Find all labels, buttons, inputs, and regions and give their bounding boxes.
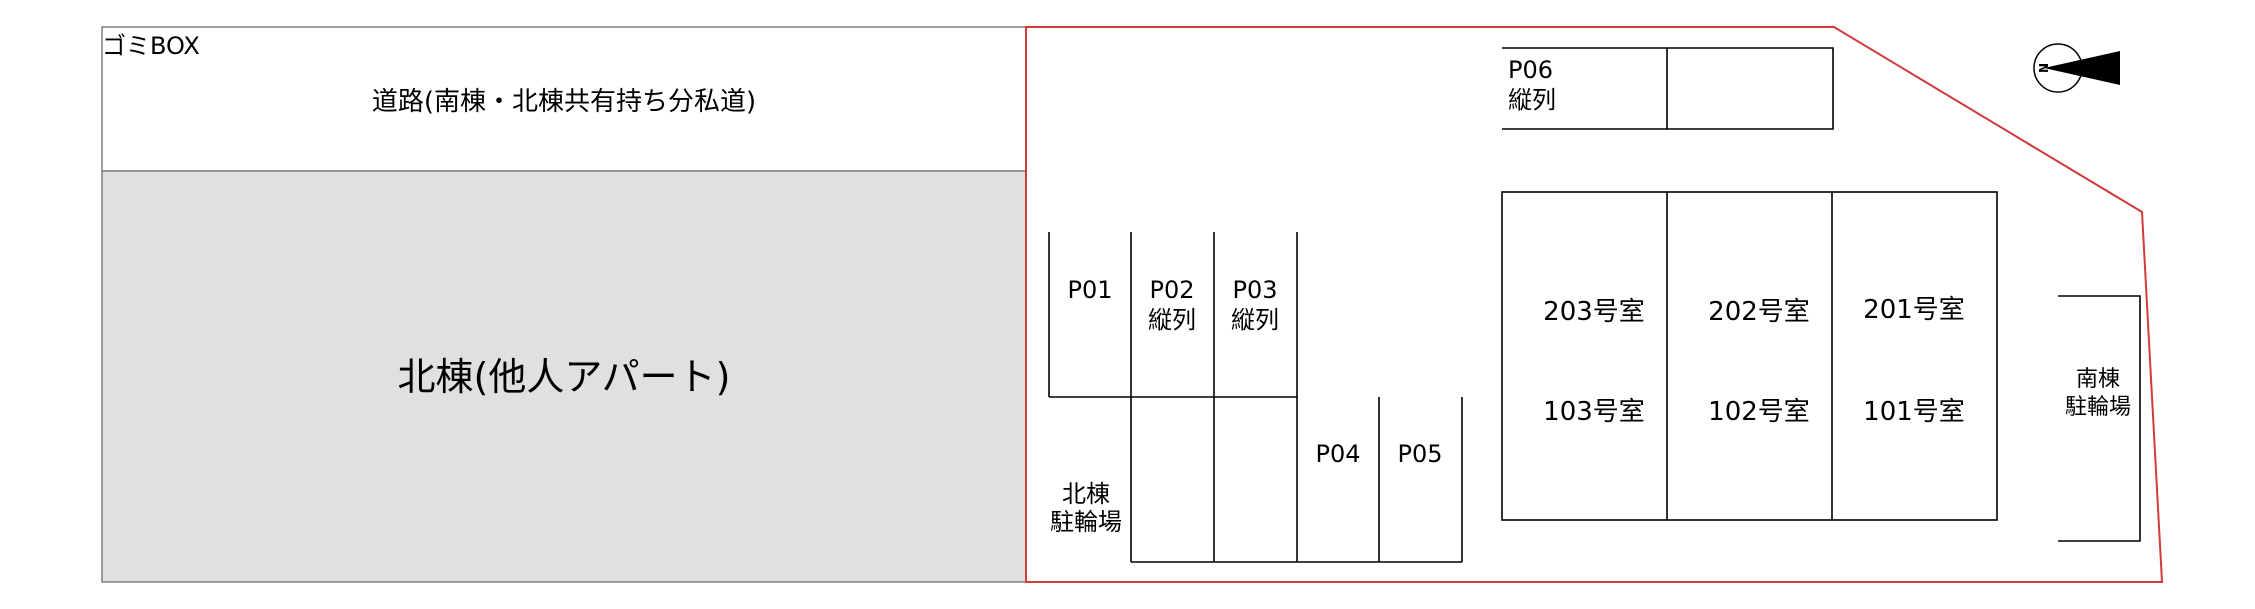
p02-note: 縦列 xyxy=(1148,306,1196,334)
north-bike-parking-label-line1: 北棟 xyxy=(1062,480,1110,508)
south-bike-parking-label-line2: 駐輪場 xyxy=(2065,395,2131,420)
north-bike-parking-label-line2: 駐輪場 xyxy=(1050,508,1122,536)
p06-code: P06 xyxy=(1508,56,1553,84)
p02-code: P02 xyxy=(1149,276,1194,304)
p04-code: P04 xyxy=(1315,440,1360,468)
room-101-label: 101号室 xyxy=(1863,397,1965,427)
p06-note: 縦列 xyxy=(1508,86,1556,114)
p03-code: P03 xyxy=(1232,276,1277,304)
site-boundary xyxy=(1025,26,2164,583)
room-203-label: 203号室 xyxy=(1543,297,1645,327)
compass-arrow-icon xyxy=(2044,51,2120,85)
p01-code: P01 xyxy=(1067,276,1112,304)
north-building-label: 北棟(他人アパート) xyxy=(398,355,731,399)
compass: N xyxy=(2033,43,2120,93)
room-201-label: 201号室 xyxy=(1863,295,1965,325)
south-bike-parking-outline xyxy=(2058,295,2141,542)
room-102-label: 102号室 xyxy=(1708,397,1810,427)
garbage-box-label: ゴミBOX xyxy=(102,32,200,60)
road-area xyxy=(101,26,1027,172)
p05-code: P05 xyxy=(1397,440,1442,468)
road-label: 道路(南棟・北棟共有持ち分私道) xyxy=(372,87,756,117)
p03-note: 縦列 xyxy=(1231,306,1279,334)
room-103-label: 103号室 xyxy=(1543,397,1645,427)
south-bike-parking-label-line1: 南棟 xyxy=(2076,367,2120,392)
room-202-label: 202号室 xyxy=(1708,297,1810,327)
compass-north-label: N xyxy=(2037,63,2051,73)
north-building-area xyxy=(101,170,1027,583)
unit-block xyxy=(1501,191,1998,521)
